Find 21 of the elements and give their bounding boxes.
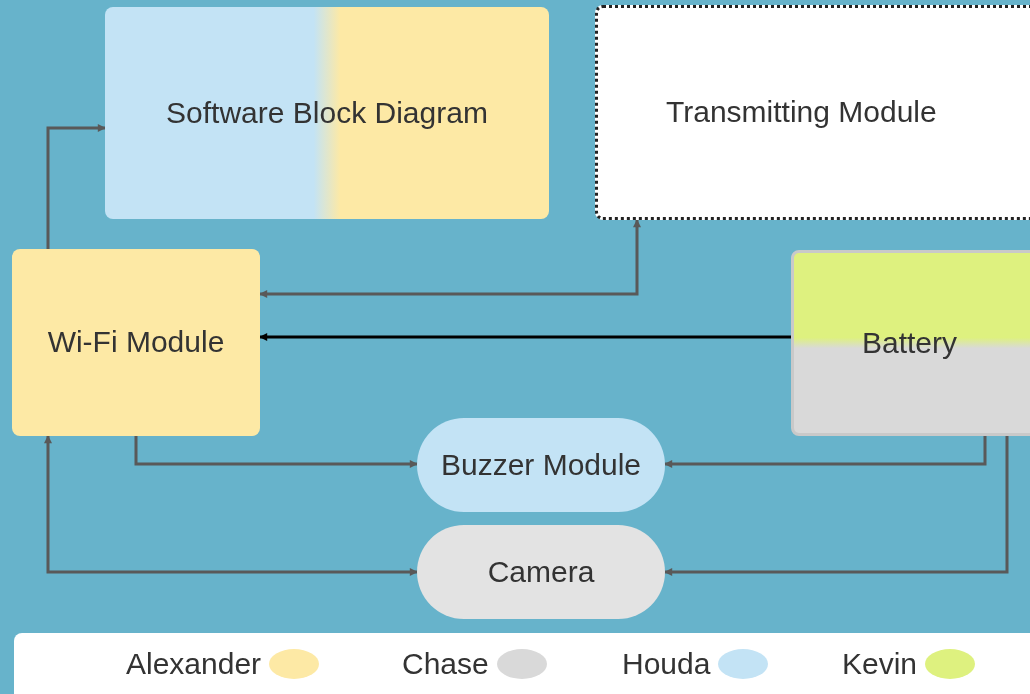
legend-label: Houda (622, 647, 711, 681)
arrow (664, 436, 987, 468)
arrow (134, 436, 418, 468)
node-label: Software Block Diagram (166, 95, 488, 131)
node-label: Transmitting Module (666, 95, 937, 130)
legend-label: Chase (402, 647, 489, 681)
legend-label: Alexander (126, 647, 262, 681)
node-label: Camera (487, 554, 595, 590)
module-box (105, 7, 549, 219)
node-label: Buzzer Module (440, 447, 642, 483)
module-box (791, 250, 1030, 436)
legend-label: Kevin (842, 647, 918, 681)
node-label: Battery (862, 325, 958, 361)
node-label: Wi-Fi Module (47, 325, 225, 360)
arrow (46, 124, 106, 249)
arrow (259, 333, 791, 341)
module-box (12, 249, 260, 436)
arrow (664, 436, 1009, 576)
arrow (44, 435, 418, 576)
arrow (259, 219, 641, 298)
module-box (595, 5, 1030, 220)
